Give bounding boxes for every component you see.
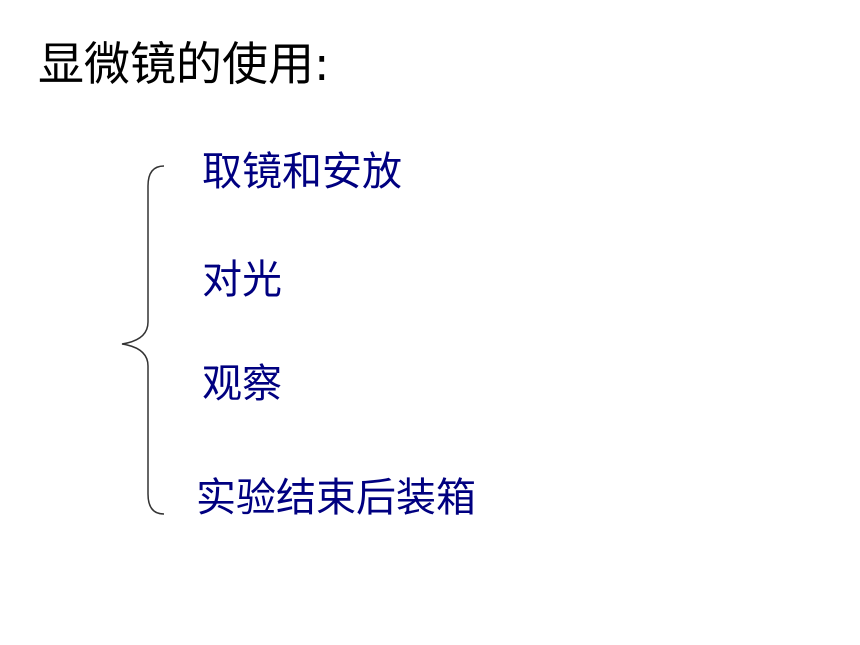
step-item-4: 实验结束后装箱: [196, 475, 476, 521]
step-item-2: 对光: [202, 257, 282, 303]
slide-title: 显微镜的使用:: [38, 37, 330, 91]
curly-brace: [121, 165, 165, 515]
step-item-3: 观察: [202, 361, 282, 407]
step-item-1: 取镜和安放: [202, 149, 402, 195]
